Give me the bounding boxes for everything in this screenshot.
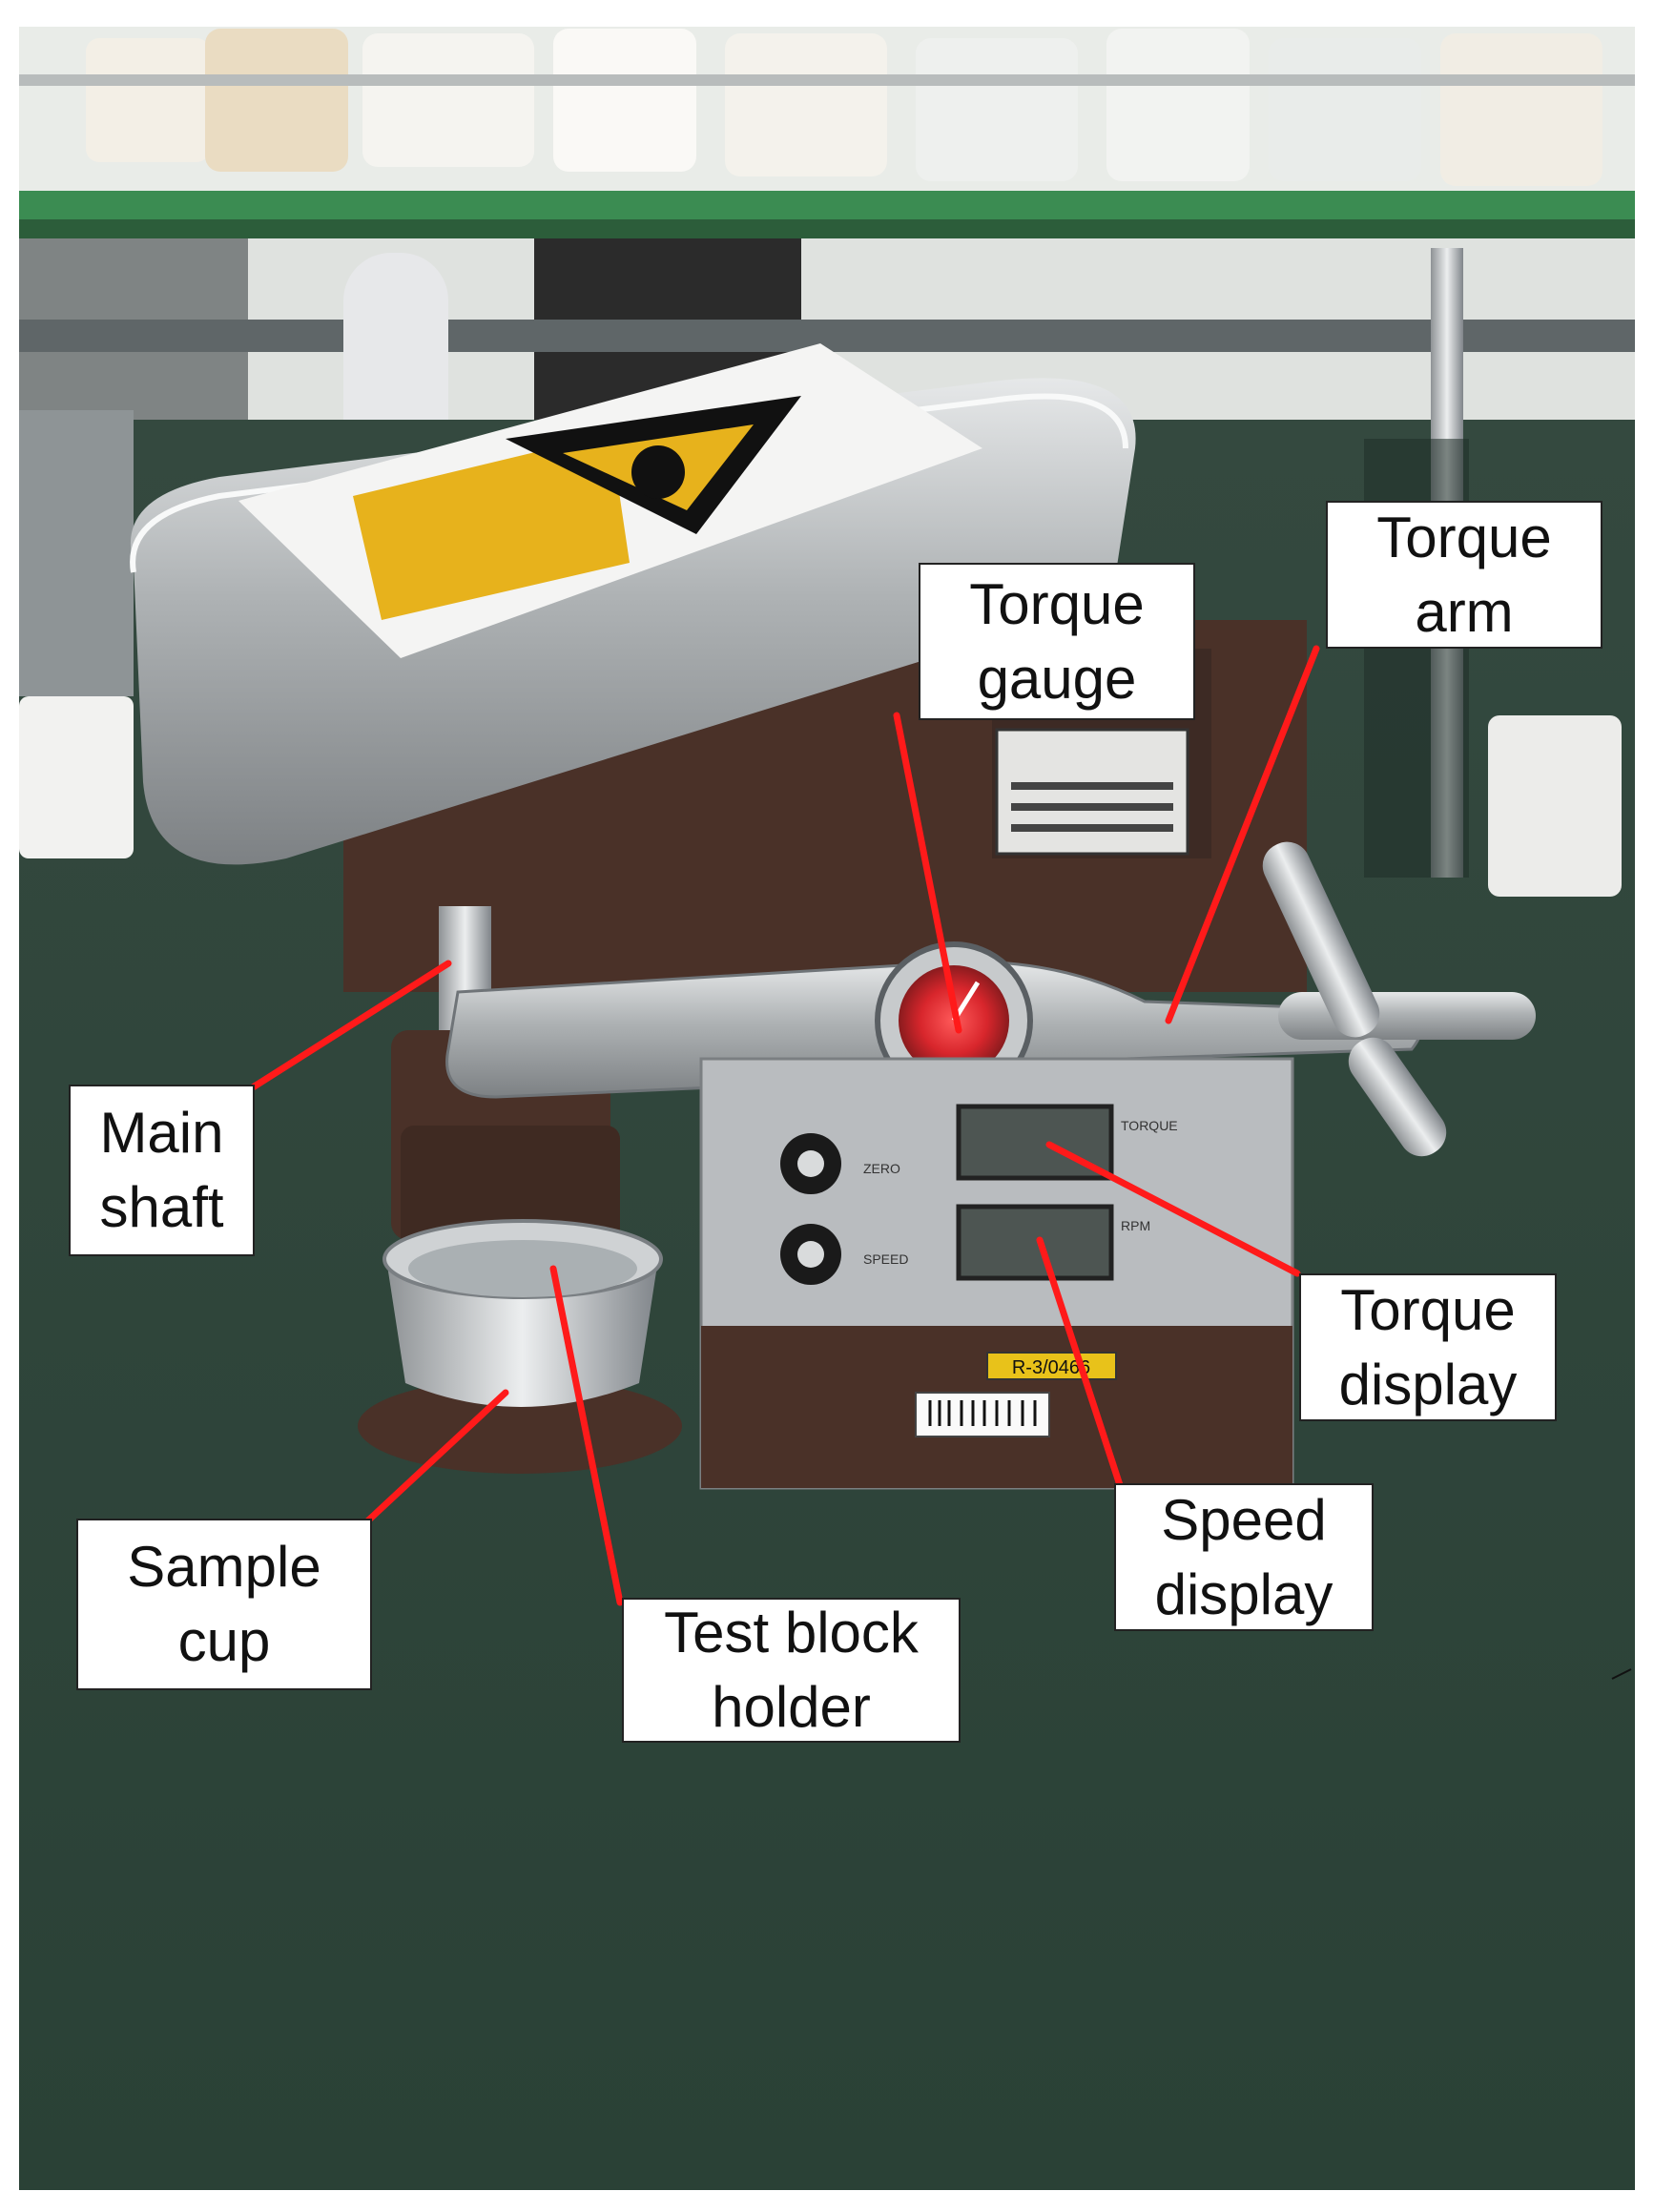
callout-torque-display: Torque display <box>1299 1273 1557 1421</box>
barcode-label <box>915 1392 1050 1437</box>
leader-lines <box>249 645 1320 1606</box>
leader-test-block-holder <box>549 1265 624 1606</box>
jars <box>86 29 1602 186</box>
callout-torque-gauge: Torque gauge <box>919 563 1195 720</box>
leader-sample-cup <box>363 1389 509 1525</box>
shelf-underside <box>19 219 1635 238</box>
nameplate <box>995 728 1189 856</box>
shelf-rail <box>19 74 1635 86</box>
leader-torque-gauge <box>893 712 962 1034</box>
panel-label-rpm: RPM <box>1121 1218 1150 1233</box>
panel-label-torque: TORQUE <box>1121 1118 1178 1133</box>
cup-base <box>358 1378 682 1474</box>
panel-label-speed: SPEED <box>863 1251 908 1267</box>
callout-torque-arm: Torque arm <box>1326 501 1602 649</box>
leader-torque-display <box>1045 1141 1301 1277</box>
background-rail <box>19 320 1635 352</box>
callout-test-block-holder: Test block holder <box>622 1598 961 1743</box>
panel-label-zero: ZERO <box>863 1161 900 1176</box>
callout-main-shaft: Main shaft <box>69 1085 255 1256</box>
leader-main-shaft <box>249 960 452 1091</box>
leader-torque-arm <box>1165 645 1320 1024</box>
handle-crossbar <box>1278 992 1536 1040</box>
asset-tag <box>986 1352 1117 1380</box>
shelf-edge <box>19 191 1635 219</box>
callout-sample-cup: Sample cup <box>76 1519 372 1690</box>
callout-speed-display: Speed display <box>1114 1483 1374 1631</box>
asset-tag-text: R-3/0466 <box>1012 1357 1090 1378</box>
speed-lcd <box>956 1204 1114 1281</box>
leader-speed-display <box>1036 1236 1125 1492</box>
